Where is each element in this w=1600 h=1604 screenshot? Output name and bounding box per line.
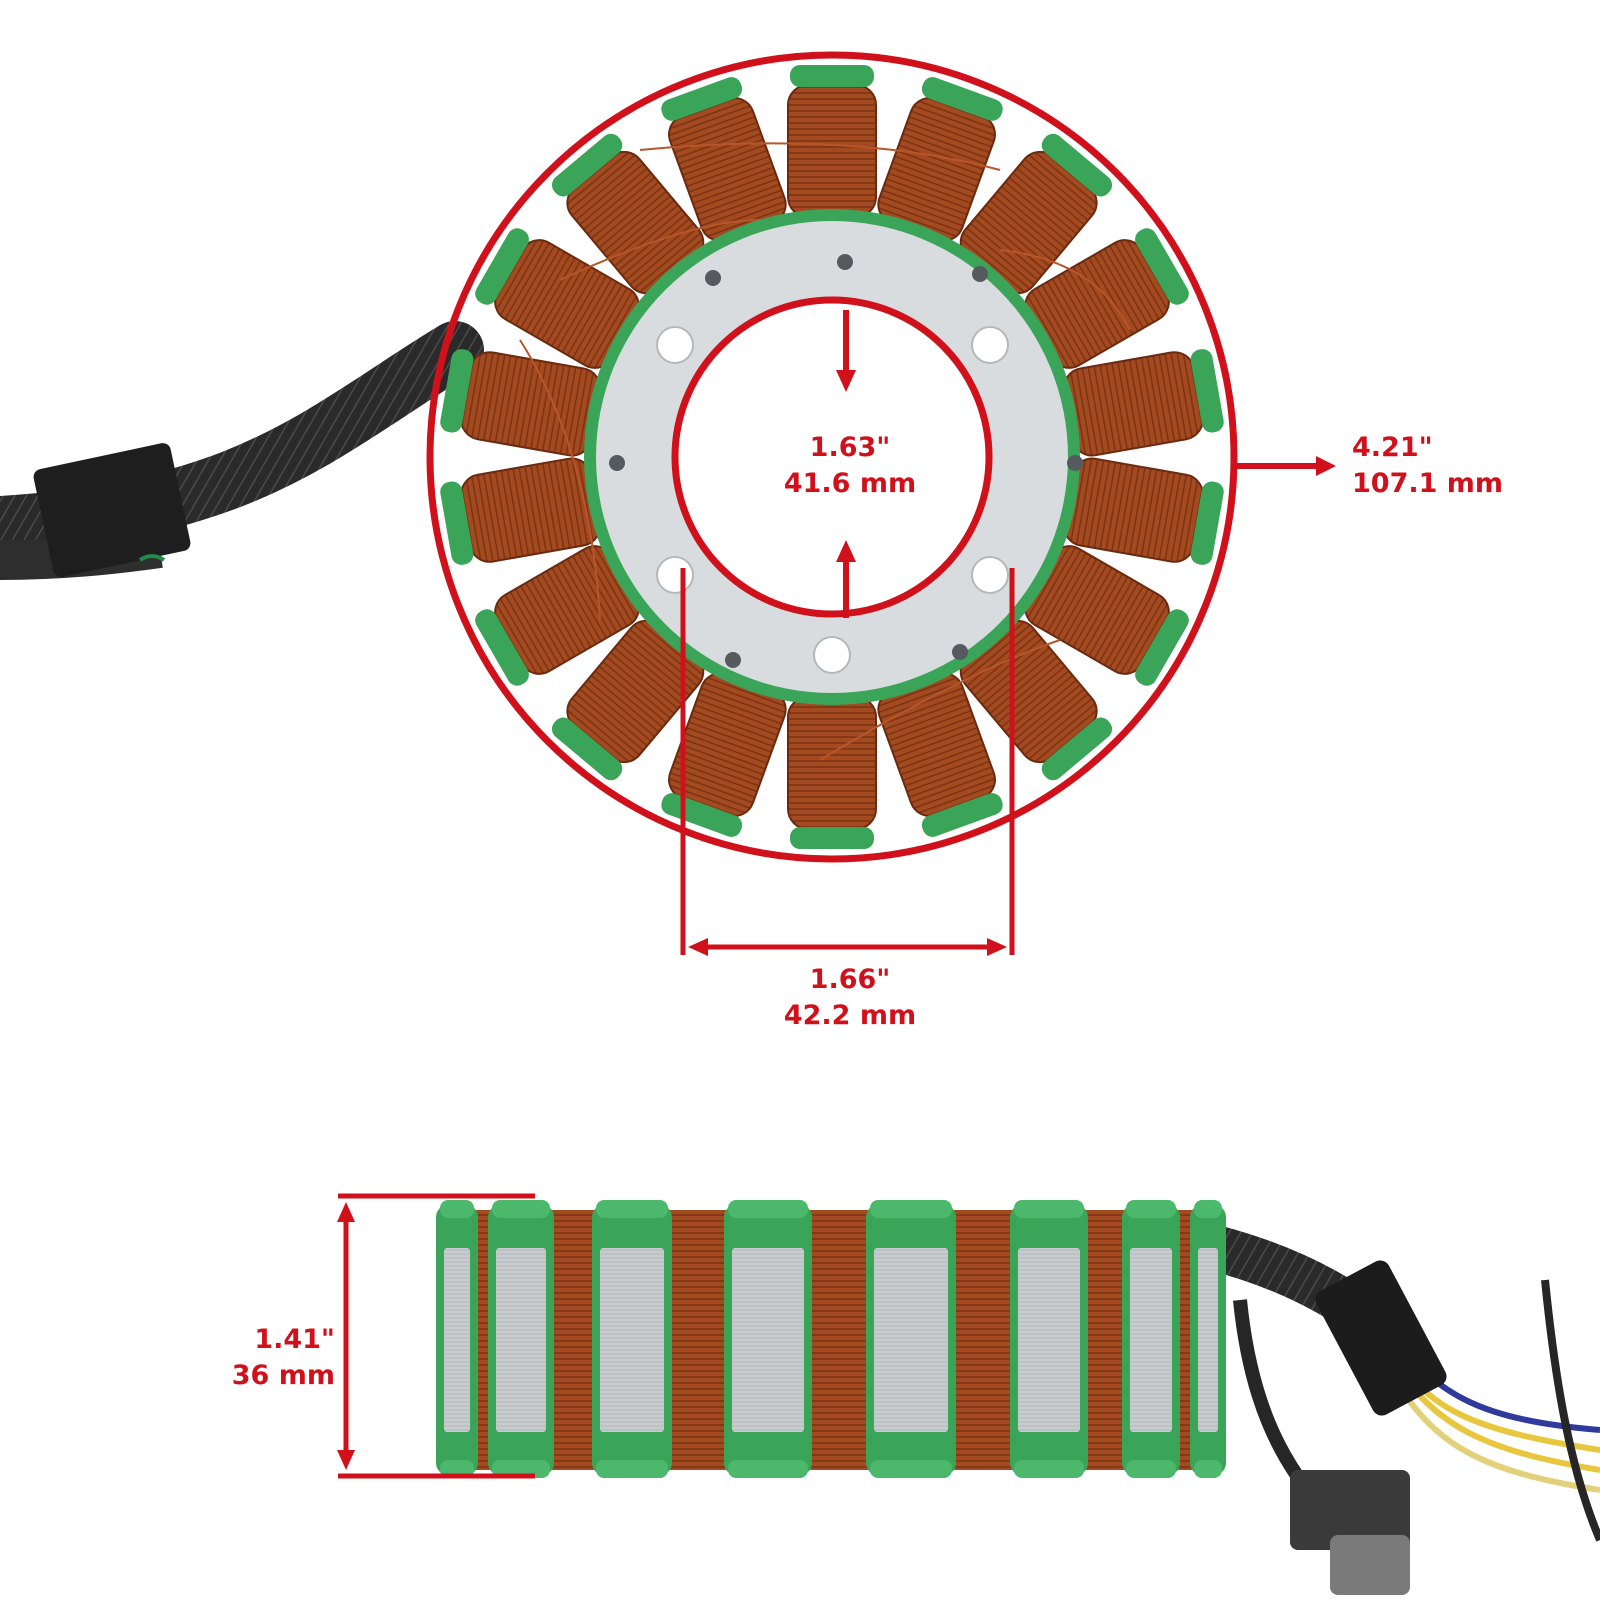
bolt-spacing-inch: 1.66" [809,964,891,995]
outer-diameter-mm: 107.1 mm [1352,468,1504,499]
rivet [837,254,853,270]
coil [440,349,602,457]
coil [475,545,640,686]
rivet [972,266,988,282]
bolt-hole [656,556,694,594]
bolt-spacing-mm: 42.2 mm [783,1000,917,1031]
outer-diameter-arrow [1237,456,1336,476]
center-bore [675,300,989,614]
side-cable-harness [1209,1225,1600,1595]
stack-height-mm: 36 mm [231,1360,335,1391]
rivet [725,652,741,668]
side-connector [1315,1260,1447,1416]
inner-diameter-circle [671,296,993,618]
inner-diameter-mm: 41.6 mm [783,468,917,499]
stack-height-inch: 1.41" [254,1324,335,1355]
top-cable-harness [0,321,484,580]
rivet [1067,455,1083,471]
stray-wire [639,142,1001,171]
stray-wire [999,249,1131,331]
bolt-spacing-dimension [680,568,1015,956]
inner-diameter-label: 1.63" 41.6 mm [760,430,940,502]
side-pole [1010,1200,1088,1478]
side-winding-body [440,1210,1225,1470]
side-pole [488,1200,554,1478]
coil [1062,457,1224,565]
cable-grommet [33,443,191,577]
coil [551,133,705,295]
bolt-hole [656,326,694,364]
stator-top-view [440,65,1224,849]
inner-diameter-arrow-down [836,310,856,392]
coil [877,77,1003,242]
stray-wire [519,339,601,621]
coil [787,65,877,218]
outer-diameter-circle [426,51,1238,863]
coil [787,696,877,849]
side-pole [866,1200,956,1478]
side-pole [592,1200,672,1478]
bolt-hole [813,636,851,674]
outer-diameter-label: 4.21" 107.1 mm [1352,430,1522,502]
bolt-hole [971,556,1009,594]
inner-diameter-arrow-up [836,540,856,618]
bolt-spacing-label: 1.66" 42.2 mm [760,962,940,1034]
outer-diameter-inch: 4.21" [1352,432,1433,463]
rivet [705,270,721,286]
coil [440,457,602,565]
stack-height-label: 1.41" 36 mm [205,1322,335,1394]
stator-side-view [436,1200,1226,1478]
side-pole [436,1200,478,1478]
bolt-hole [971,326,1009,364]
plug-connector [1290,1470,1410,1550]
stray-wire [559,219,761,281]
rivet [609,455,625,471]
coil [661,77,787,242]
height-dimension [337,1193,535,1479]
inner-diameter-inch: 1.63" [809,432,891,463]
side-pole [724,1200,812,1478]
rivet [952,644,968,660]
stray-wire [819,639,1061,761]
side-pole [1122,1200,1180,1478]
side-pole [1190,1200,1226,1478]
